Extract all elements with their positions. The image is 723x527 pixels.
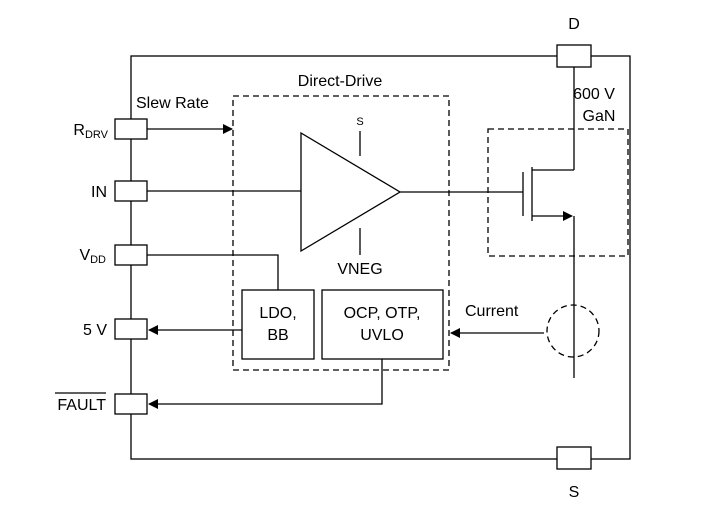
ldo-line1: LDO, — [259, 305, 296, 322]
pin-rdrv — [114, 118, 148, 140]
fault-wire — [148, 359, 383, 409]
slew-rate-label: Slew Rate — [136, 95, 209, 112]
pin-vdd-label: VDD — [79, 247, 106, 266]
pin-5v-label: 5 V — [83, 322, 107, 339]
vdd-wire — [147, 254, 279, 290]
pin-fault-label: FAULT — [57, 397, 106, 414]
pin-vdd — [114, 244, 148, 266]
driver-s-label: S — [356, 116, 363, 128]
pin-5v — [114, 318, 148, 340]
pin-d — [556, 44, 592, 68]
protection-line1: OCP, OTP, — [344, 305, 421, 322]
pin-rdrv-label: RDRV — [73, 122, 108, 141]
vneg-label: VNEG — [337, 261, 382, 278]
pin-s-label: S — [569, 484, 580, 501]
pin-fault — [114, 393, 148, 415]
current-sense-circle — [546, 304, 600, 358]
current-label: Current — [465, 303, 519, 320]
pin-in — [114, 180, 148, 202]
pin-s — [556, 446, 592, 470]
driver-amplifier — [300, 131, 402, 253]
protection-line2: UVLO — [360, 327, 404, 344]
ldo-bb-block — [241, 289, 315, 360]
gan-voltage-label: 600 V — [573, 86, 615, 103]
direct-drive-region — [232, 95, 450, 371]
protection-block — [321, 289, 444, 360]
gan-label: GaN — [583, 108, 616, 125]
pin-in-label: IN — [91, 184, 107, 201]
package-outline — [130, 55, 631, 460]
direct-drive-title: Direct-Drive — [298, 73, 383, 90]
ldo-line2: BB — [267, 327, 288, 344]
pin-d-label: D — [568, 16, 580, 33]
